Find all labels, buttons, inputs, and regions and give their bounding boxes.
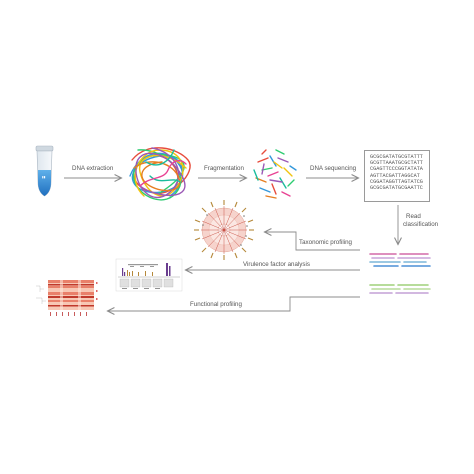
- label-dna-extraction: DNA extraction: [72, 165, 114, 172]
- dna-tangle-icon: [129, 147, 191, 201]
- label-functional-profiling: Functional profiling: [190, 301, 242, 308]
- sequence-read: CGAGTTCCCGGTATATA: [370, 166, 423, 173]
- label-fragmentation: Fragmentation: [204, 165, 244, 172]
- label-classification: classification: [403, 221, 439, 228]
- sequence-reads-box: GCGCGATATGCGTATTT GCGTTAAATGCGCTATT CGAG…: [364, 150, 430, 202]
- virulence-factor-chart-icon: [115, 258, 183, 292]
- dna-fragments-icon: [253, 149, 297, 199]
- label-dna-sequencing: DNA sequencing: [310, 165, 357, 172]
- sequence-read: GCGCGATATGCGAATTC: [370, 185, 423, 192]
- sample-tube-icon: ▮▮: [35, 145, 54, 197]
- label-taxonomic-profiling: Taxonomic profiling: [299, 239, 352, 246]
- label-virulence-factor-analysis: Virulence factor analysis: [243, 261, 310, 268]
- functional-heatmap-icon: [36, 280, 98, 316]
- sequence-read: AGTTACGATTAGGCAT: [370, 172, 420, 179]
- sequence-read: GCGCGATATGCGTATTT: [370, 154, 423, 160]
- sequence-read: GCGTTAAATGCGCTATT: [370, 160, 423, 167]
- svg-text:▮▮: ▮▮: [42, 175, 46, 179]
- label-read: Read: [406, 213, 421, 220]
- classified-reads-icon: [369, 253, 431, 294]
- circular-phylogenetic-tree-icon: [194, 200, 254, 260]
- arrow-taxonomic-profiling: [265, 232, 360, 251]
- arrow-functional-profiling: [108, 296, 360, 311]
- sequence-read: CGGATAGGTTAGTATCG: [370, 178, 423, 185]
